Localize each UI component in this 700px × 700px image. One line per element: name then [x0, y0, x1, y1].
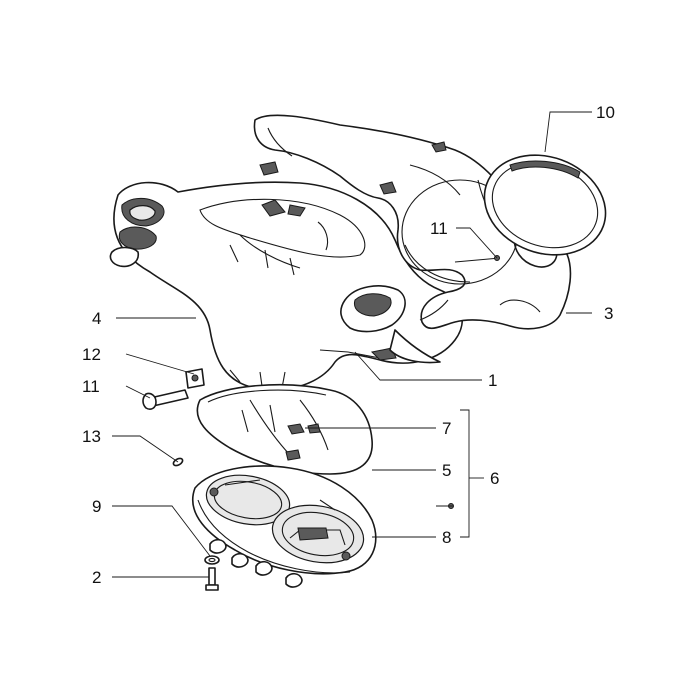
instrument-glass [196, 384, 373, 475]
washer-part-9 [204, 555, 220, 565]
screw-part-11 [142, 389, 189, 410]
callout-7: 7 [442, 419, 451, 438]
callout-11-lower: 11 [82, 377, 100, 396]
callout-labels: 10 11 3 4 12 11 1 7 13 5 6 9 8 2 [82, 103, 615, 587]
callout-12: 12 [82, 345, 101, 364]
clip-part-12 [185, 368, 205, 389]
handlebar-cover [109, 181, 464, 391]
callout-11-upper: 11 [430, 219, 448, 238]
callout-1: 1 [488, 371, 497, 390]
callout-2: 2 [92, 568, 101, 587]
screw-part-2 [205, 567, 219, 591]
instrument-housing [192, 465, 377, 588]
callout-5: 5 [442, 461, 451, 480]
callout-4: 4 [92, 309, 101, 328]
lower-fairing-lip [389, 329, 441, 364]
callout-10: 10 [596, 103, 615, 122]
callout-13: 13 [82, 427, 101, 446]
callout-6: 6 [490, 469, 499, 488]
callout-3: 3 [604, 304, 613, 323]
leader-lines [112, 111, 592, 578]
headlamp-rim [483, 154, 607, 256]
callout-9: 9 [92, 497, 101, 516]
callout-8: 8 [442, 528, 451, 547]
